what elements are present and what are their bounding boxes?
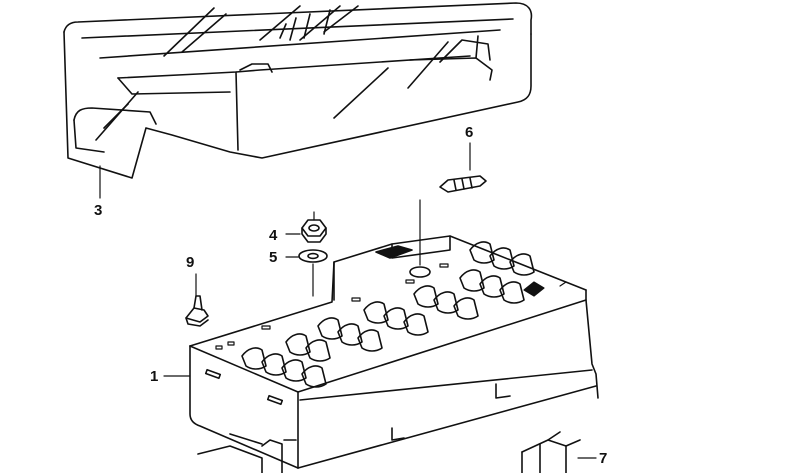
fuse-box-part <box>163 235 599 473</box>
nut-part <box>285 211 327 243</box>
bracket-part <box>521 431 597 473</box>
washer-part <box>285 249 328 297</box>
callout-label-washer: 5 <box>269 249 278 266</box>
callout-label-nut: 4 <box>269 227 278 244</box>
cover-part <box>63 2 533 199</box>
callout-label-fuse: 6 <box>465 124 474 141</box>
callout-label-cover: 3 <box>94 202 103 219</box>
fuse-holder-row-left <box>241 333 331 388</box>
callout-label-bracket: 7 <box>599 450 608 467</box>
fuse-holder-row-right <box>413 241 535 320</box>
terminal-markings <box>215 263 567 350</box>
clip-part <box>185 273 209 327</box>
callout-label-clip: 9 <box>186 254 195 271</box>
fuse-holder-row-middle <box>317 301 429 352</box>
callout-label-fuse-box: 1 <box>150 368 159 385</box>
